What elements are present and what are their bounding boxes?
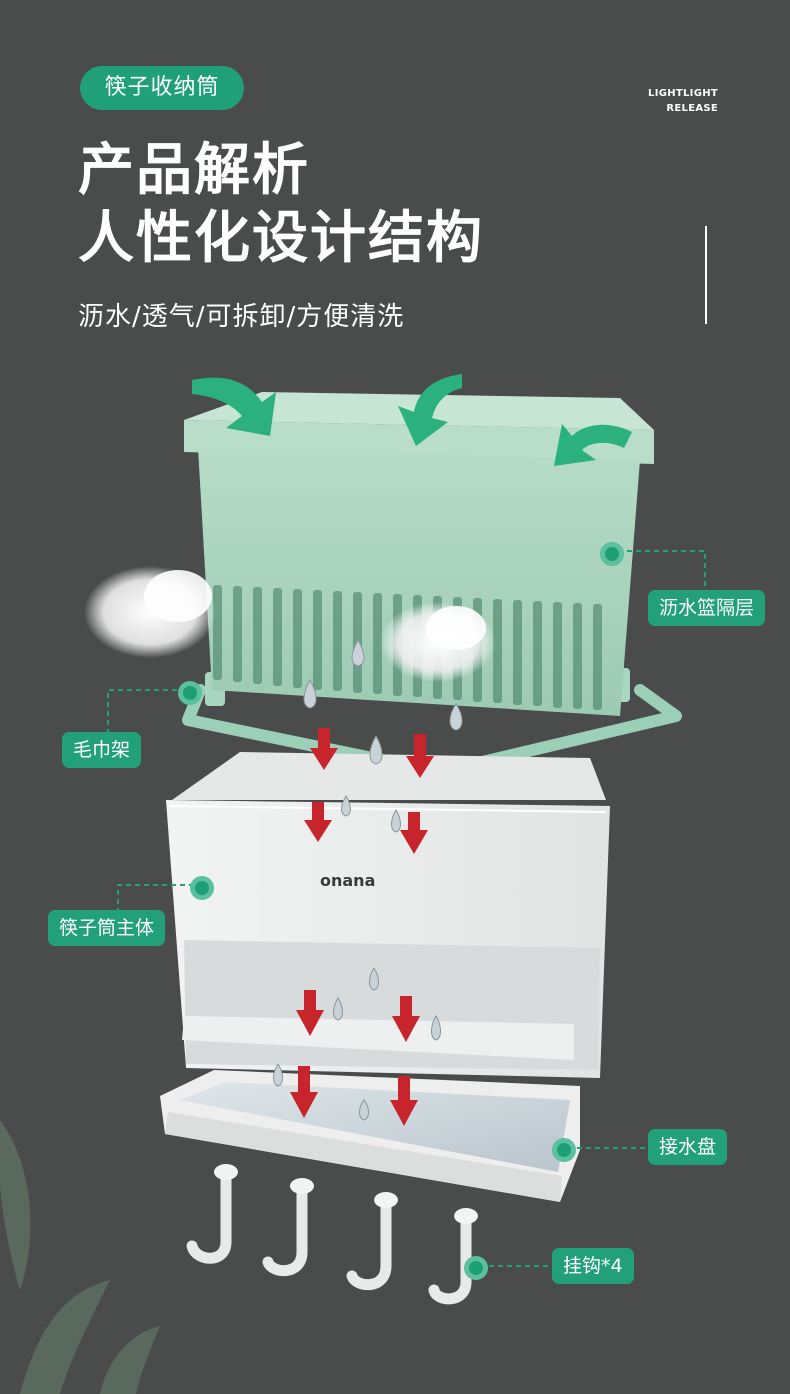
drip-tray [160, 1070, 580, 1202]
water-droplets [273, 638, 463, 1121]
product-logo: onana [320, 871, 375, 890]
category-tag: 筷子收纳筒 [80, 66, 244, 110]
foliage [0, 1120, 160, 1394]
page-title-line-2: 人性化设计结构 [78, 206, 484, 271]
label-hooks: 挂钩*4 [552, 1248, 634, 1284]
air-cloud-left [84, 566, 216, 658]
drip-tray-marker [552, 1138, 576, 1162]
drain-basket-marker [600, 542, 624, 566]
air-cloud-right [380, 602, 496, 682]
label-towel-rack: 毛巾架 [62, 732, 142, 768]
page-title-line-1: 产品解析 [78, 138, 310, 203]
hooks-marker [464, 1256, 488, 1280]
chopstick-holder-body [166, 752, 610, 1078]
label-drain-basket: 沥水篮隔层 [648, 590, 766, 626]
airflow-arrows [192, 374, 632, 466]
hook-caps [214, 1164, 478, 1224]
drain-basket [184, 392, 654, 716]
brand-text: LIGHTLIGHT RELEASE [648, 86, 718, 116]
leader-lines [107, 550, 706, 1267]
label-main-body: 筷子筒主体 [48, 910, 166, 946]
feature-subtitle: 沥水/透气/可拆卸/方便清洗 [78, 302, 405, 332]
towel-rack-marker [178, 681, 202, 705]
drain-arrows [290, 728, 434, 1126]
brand-line-2: RELEASE [666, 103, 718, 114]
main-body-marker [190, 876, 214, 900]
label-drip-tray: 接水盘 [648, 1129, 728, 1165]
divider-line [705, 226, 707, 324]
brand-line-1: LIGHTLIGHT [648, 88, 718, 99]
hooks [186, 1170, 472, 1305]
